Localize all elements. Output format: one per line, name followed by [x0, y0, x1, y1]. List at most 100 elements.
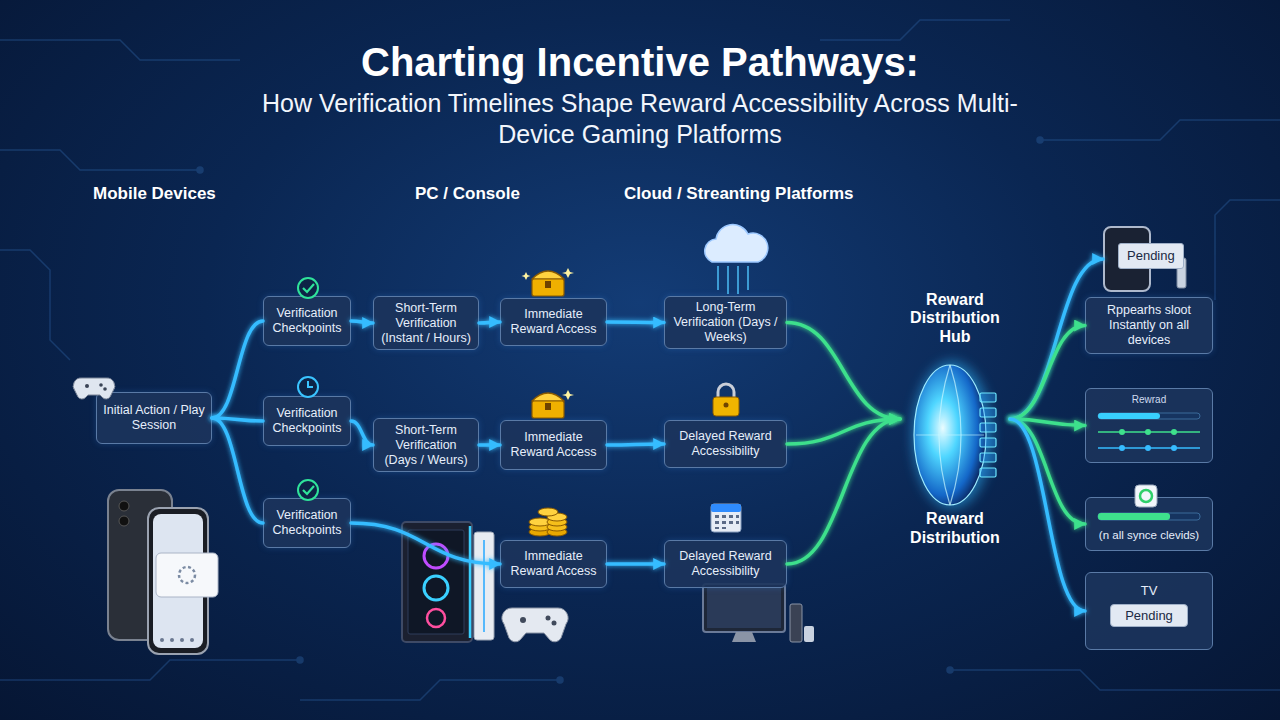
flow-arrow [212, 321, 263, 418]
sync-panel: (n all synce clevids) [1085, 497, 1213, 551]
cloud-icon [727, 266, 729, 294]
circuit-lines [0, 40, 240, 60]
circuit-lines [557, 677, 563, 683]
coins-icon [538, 508, 558, 516]
calendar-icon [715, 527, 719, 529]
monitor-illustration [703, 584, 785, 632]
progress-bar [1098, 513, 1200, 520]
distribution-hub: Reward Distribution HubReward Distributi… [900, 283, 1010, 555]
smartphone-illustration [119, 501, 129, 511]
flow-arrow [212, 418, 263, 523]
flow-arrow [607, 562, 664, 566]
treasure-chest-icon [532, 271, 564, 279]
circuit-lines [950, 670, 1280, 690]
monitor-illustration [707, 588, 781, 628]
node-text: Short-Term Verification (Instant / Hours… [378, 301, 474, 346]
calendar-icon [715, 521, 719, 524]
check-icon [303, 284, 314, 292]
flow-arrow [351, 321, 373, 323]
monitor-illustration [790, 604, 802, 642]
progress-bar [1098, 413, 1200, 419]
tv-device: TVPending [1085, 572, 1213, 650]
node-text: TV [1141, 583, 1158, 599]
process-box: Short-Term Verification (Days / Weurs) [373, 418, 479, 472]
pc-console-illustration [552, 621, 557, 626]
hub-slot [980, 393, 996, 402]
process-box: Verification Checkpoints [263, 396, 351, 446]
circuit-lines [1037, 137, 1043, 143]
node-text: Reward Distribution Hub [900, 291, 1010, 346]
diagram-subtitle: How Verification Timelines Shape Reward … [250, 88, 1030, 150]
circuit-lines [0, 150, 200, 170]
node-text: Verification Checkpoints [268, 406, 346, 436]
calendar-icon [722, 527, 726, 529]
flow-arrow [1010, 419, 1085, 611]
coins-icon [529, 508, 567, 536]
hub-slot [980, 468, 996, 477]
cloud-icon [737, 266, 739, 294]
circuit-lines [820, 20, 1010, 40]
progress-bars [1086, 498, 1214, 552]
column-header: Mobile Devices [93, 183, 263, 205]
flow-arrow [212, 418, 263, 421]
calendar-icon [736, 521, 739, 524]
flow-arrow [787, 323, 900, 420]
node-text: Delayed Reward Accessibility [669, 549, 782, 579]
lock-icon [724, 403, 729, 408]
check-icon [298, 480, 318, 500]
check-icon [298, 278, 318, 298]
timeline-dot [1145, 445, 1151, 451]
treasure-chest-icon [545, 281, 551, 288]
process-box: Long-Term Verification (Days / Weeks) [664, 296, 787, 349]
smartphone-illustration [170, 638, 174, 642]
circuit-lines [0, 660, 300, 680]
node-text: Immediate Reward Access [505, 430, 602, 460]
treasure-chest-icon [562, 268, 574, 278]
calendar-icon [715, 515, 719, 518]
timeline-dot [1171, 445, 1177, 451]
node-text: (n all synce clevids) [1099, 529, 1199, 543]
pc-console-illustration [502, 608, 568, 642]
hub-slot [980, 408, 996, 417]
node-text: Verification Checkpoints [268, 508, 346, 538]
calendar-icon [711, 504, 741, 512]
timeline-dot [1171, 429, 1177, 435]
clock-icon [298, 377, 318, 397]
flow-arrow [1010, 419, 1085, 524]
hub-glow [912, 361, 992, 509]
hub-slot [980, 423, 996, 432]
flow-arrow [351, 523, 500, 564]
coins-icon [529, 518, 551, 526]
diagram-title: Charting Incentive Pathways: [0, 38, 1280, 86]
node-text: Delayed Reward Accessibility [669, 429, 782, 459]
node-text: Initial Action / Play Session [101, 403, 207, 433]
flow-arrow [1010, 419, 1085, 426]
node-text: Rewrad [1132, 394, 1166, 406]
treasure-chest-icon [532, 393, 564, 401]
check-icon [298, 278, 318, 298]
calendar-icon [711, 504, 741, 532]
pc-console-illustration [402, 522, 472, 642]
circuit-lines [197, 167, 203, 173]
treasure-chest-icon [562, 390, 574, 400]
process-box: Rppearhs sloot Instantly on all devices [1085, 297, 1213, 354]
flow-arrow [351, 421, 373, 445]
gamepad-icon [99, 383, 103, 387]
treasure-chest-icon [532, 279, 564, 296]
node-text: Pending [1118, 243, 1184, 269]
monitor-illustration [804, 626, 814, 642]
cloud-icon [705, 225, 768, 294]
lock-icon [713, 397, 739, 416]
process-box: Delayed Reward Accessibility [664, 420, 787, 468]
cloud-icon [747, 266, 749, 290]
smartphone-illustration [156, 553, 218, 597]
calendar-icon [722, 515, 726, 518]
coins-icon [547, 513, 567, 521]
smartphone-illustration [179, 567, 195, 583]
clock-icon [298, 377, 318, 397]
calendar-icon [715, 515, 739, 529]
pc-console-illustration [520, 617, 526, 623]
coins-icon [547, 523, 567, 531]
circuit-lines [1215, 200, 1280, 300]
